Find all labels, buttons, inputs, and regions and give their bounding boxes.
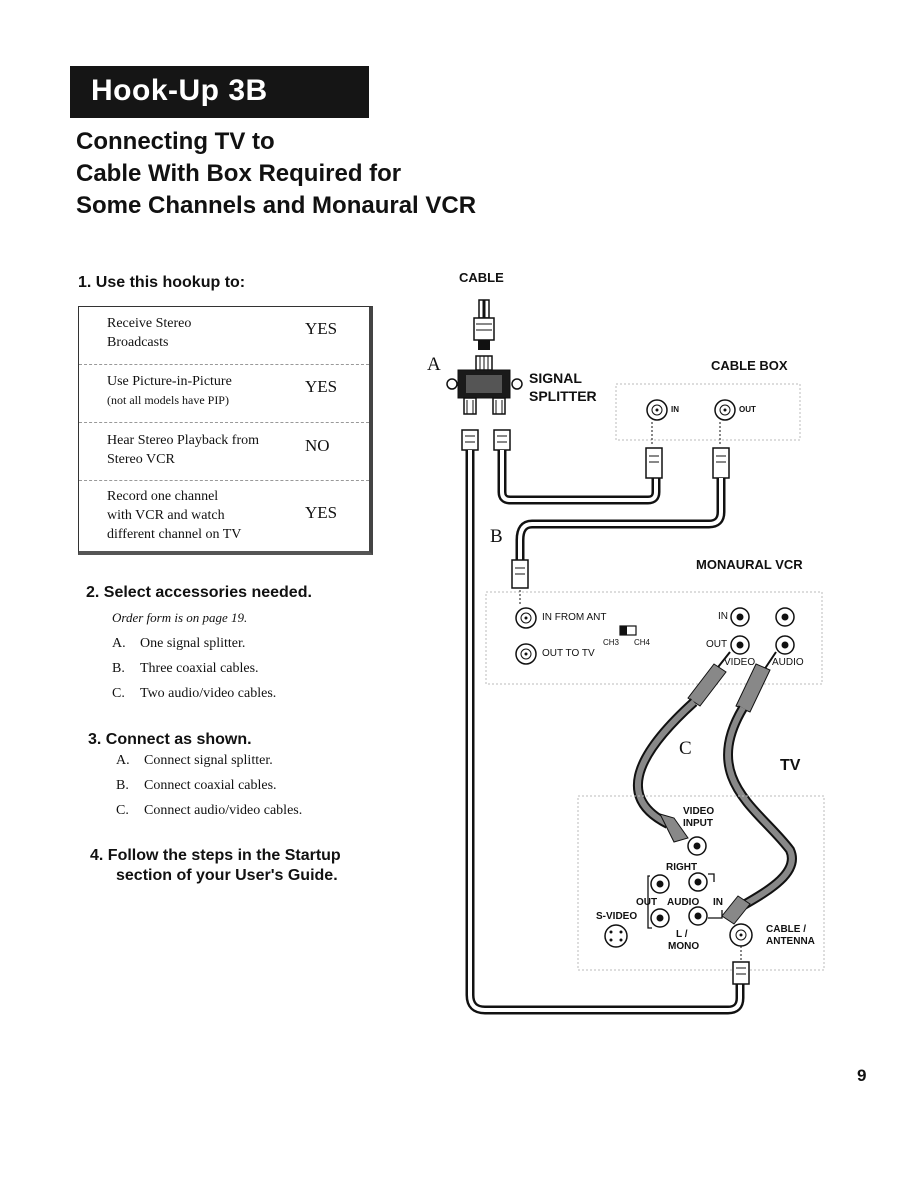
subtitle-line-1: Connecting TV to [76,128,275,155]
cable-antenna-label-2: ANTENNA [766,936,815,947]
tv-antenna-plug [732,961,750,985]
video-rca-plug [687,651,731,707]
right-label: RIGHT [666,862,698,873]
table-row: Receive Stereo Broadcasts YES [79,307,369,365]
coax-box-to-vcr [515,478,726,560]
table-row-label: Use Picture-in-Picture [107,374,232,389]
tv-outline [577,795,825,971]
table-row-label: with VCR and watch [107,508,225,523]
audio-label: AUDIO [667,897,700,908]
cable-connector [473,299,495,350]
use-table: Receive Stereo Broadcasts YES Use Pictur… [78,306,373,555]
tv-cable-antenna-jack [729,923,753,947]
vcr-in-jacks [730,607,795,627]
step3-heading: 3. Connect as shown. [88,731,252,748]
video-input-label-2: INPUT [683,818,713,829]
splitter-cable-plugs [461,429,511,451]
step4-line-1: 4. Follow the steps in the Startup [90,847,341,864]
step4-line-2: section of your User's Guide. [116,867,338,884]
coax-splitter-to-tv [465,450,745,1015]
cable-label: CABLE [459,270,504,285]
cable-box-out-jack [714,399,736,421]
vcr-in-label: IN [718,611,728,622]
list-item: C.Connect audio/video cables. [116,803,303,818]
tv-video-input-plug [659,813,689,843]
tv-video-input-jack [687,836,707,856]
box-out-plug [712,447,730,479]
table-row-value: YES [305,503,338,522]
subtitle-line-2: Cable With Box Required for [76,160,402,187]
signal-splitter [446,355,523,415]
list-item: B.Three coaxial cables. [112,661,259,676]
table-row-value: YES [305,319,338,338]
label-b: B [490,526,503,547]
ch4-label: CH4 [634,638,651,647]
vcr-in-from-ant-jack [515,607,537,629]
monaural-vcr-label: MONAURAL VCR [696,557,803,572]
signal-splitter-label-1: SIGNAL [529,370,582,386]
table-row-value: NO [305,436,330,455]
mono-label: MONO [668,941,700,952]
audio-rca-plug [735,651,777,713]
box-out-label: OUT [739,405,756,414]
cable-box-label: CABLE BOX [711,358,788,373]
audio-in-label: IN [713,897,723,908]
list-item: A.One signal splitter. [112,636,246,651]
tv-audio-jacks [650,872,708,928]
table-row: Use Picture-in-Picture (not all models h… [79,365,369,423]
vcr-out-jacks [730,635,795,655]
list-item: C.Two audio/video cables. [112,686,277,701]
vcr-out-label: OUT [706,639,728,650]
out-to-tv-label: OUT TO TV [542,648,595,659]
vcr-audio-label: AUDIO [772,657,804,668]
table-row-label: Broadcasts [107,335,169,350]
box-in-label: IN [671,405,679,414]
list-item: B.Connect coaxial cables. [116,778,277,793]
table-row-label: (not all models have PIP) [107,393,229,407]
cable-box-outline [615,383,801,441]
step2-heading: 2. Select accessories needed. [86,584,312,601]
table-row: Hear Stereo Playback from Stereo VCR NO [79,423,369,481]
order-form-note: Order form is on page 19. [112,610,248,625]
vcr-outline [485,591,823,685]
tv-audio-rca-plug [721,895,751,925]
audio-out-label: OUT [636,897,658,908]
l-label: L / [676,929,688,940]
video-input-label-1: VIDEO [683,806,715,817]
in-from-ant-label: IN FROM ANT [542,612,607,623]
step1-heading: 1. Use this hookup to: [78,274,246,291]
coax-splitter-to-box [497,450,661,505]
table-row-value: YES [305,377,338,396]
table-row: Record one channel with VCR and watch di… [79,481,369,547]
list-item: A.Connect signal splitter. [116,753,273,768]
vcr-out-to-tv-jack [515,643,537,665]
tv-label: TV [780,757,801,774]
hookup-banner: Hook-Up 3B [70,66,369,118]
signal-splitter-label-2: SPLITTER [529,388,597,404]
table-row-label: Hear Stereo Playback from [107,433,259,448]
s-video-jack [604,924,628,948]
label-a: A [427,354,441,375]
table-row-label: Stereo VCR [107,452,175,467]
box-in-plug [645,447,663,479]
table-row-label: Receive Stereo [107,316,192,331]
s-video-label: S-VIDEO [596,911,638,922]
subtitle-line-3: Some Channels and Monaural VCR [76,192,477,219]
cable-antenna-label-1: CABLE / [766,924,806,935]
ch3-label: CH3 [603,638,620,647]
page-number: 9 [857,1066,867,1085]
cable-box-in-jack [646,399,668,421]
label-c: C [679,738,692,759]
table-row-label: Record one channel [107,489,219,504]
banner-title: Hook-Up 3B [91,74,268,107]
table-row-label: different channel on TV [107,527,242,542]
vcr-video-label: VIDEO [724,657,756,668]
